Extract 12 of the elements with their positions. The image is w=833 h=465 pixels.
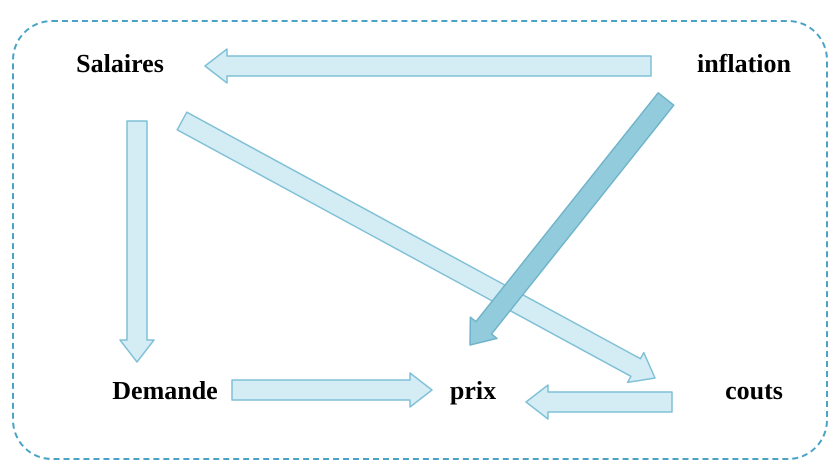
node-label: prix (442, 372, 504, 408)
block-arrow (204, 48, 652, 84)
block-arrow (525, 384, 673, 420)
block-arrow (176, 111, 656, 384)
node-label: Salaires (58, 45, 182, 81)
node-label: inflation (682, 45, 806, 81)
dashed-frame (12, 20, 828, 460)
node-label: Demande (98, 372, 232, 408)
block-arrow (119, 120, 155, 363)
block-arrow (469, 92, 675, 346)
node-label: couts (716, 372, 792, 408)
block-arrow (231, 372, 433, 408)
